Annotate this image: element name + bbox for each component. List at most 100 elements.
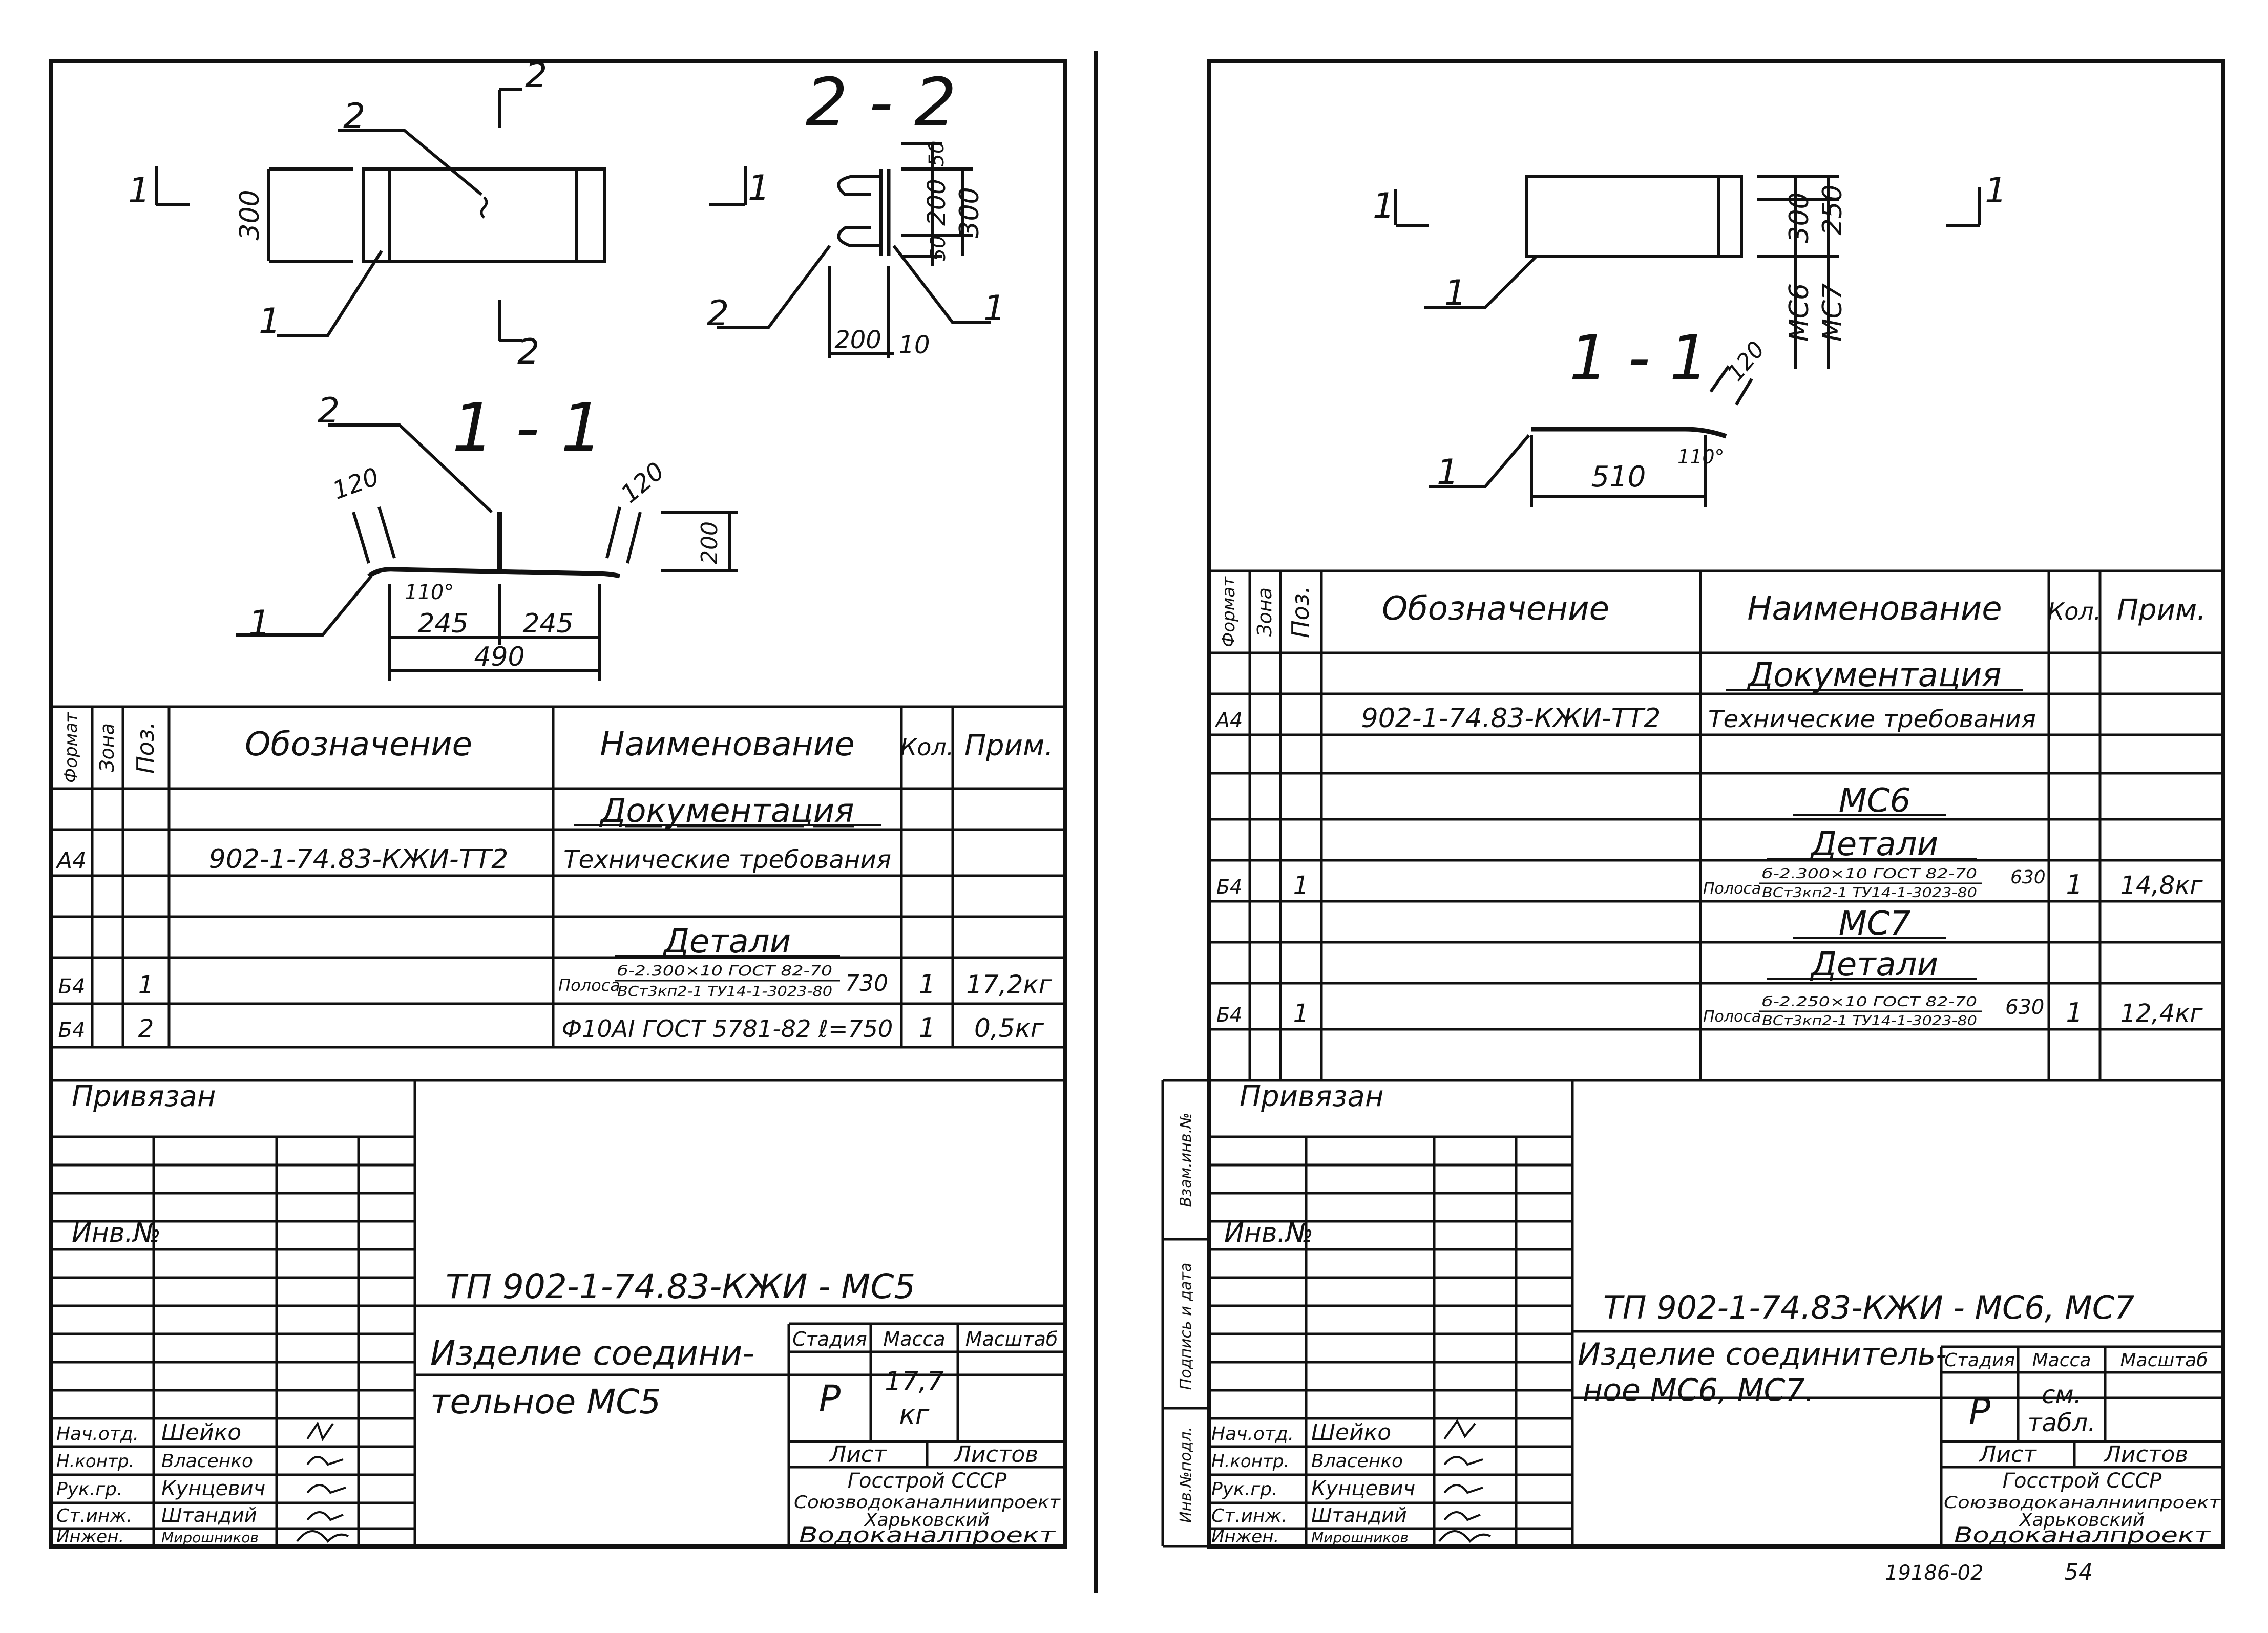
r-spec-row-details-2: Детали (1810, 946, 1938, 984)
r-mass-label: Масса (2032, 1350, 2091, 1371)
r-spec-header-note: Прим. (2117, 593, 2206, 627)
right-section-label-1-right: 1 (1985, 171, 2007, 211)
sheet-label: Лист (828, 1441, 887, 1468)
spec-row-format-b4-2: Б4 (58, 1019, 86, 1042)
doc-code: ТП 902-1-74.83-КЖИ - МС5 (446, 1267, 915, 1306)
r-spec-row-qty-1: 1 (2066, 869, 2083, 900)
signer-name-5: Мирошников (161, 1529, 259, 1546)
mass-value-1: 17,7 (885, 1366, 944, 1397)
r-mass-value-2: табл. (2028, 1409, 2096, 1437)
signer-role-3: Рук.гр. (56, 1479, 122, 1500)
r-org-3: Харьковский (2019, 1510, 2145, 1531)
signature-4 (306, 1511, 344, 1521)
r-signature-2 (1443, 1456, 1483, 1466)
right-section-title-1-1: 1 - 1 (1569, 323, 1709, 394)
s11-dim-120-right: 120 (616, 457, 670, 509)
pos-2-section: 2 (707, 293, 729, 334)
r-signer-name-3: Кунцевич (1311, 1477, 1415, 1500)
spec-row-pos-2: 2 (138, 1014, 154, 1043)
right-spec-table (1209, 569, 2223, 1082)
signer-name-1: Шейко (161, 1419, 241, 1446)
r-spec-row-note-1: 14,8кг (2120, 871, 2203, 900)
spec-row-strip-top: б-2.300×10 ГОСТ 82-70 (617, 962, 832, 979)
right-dim-510: 510 (1591, 460, 1646, 494)
r-privyazan-label: Привязан (1240, 1080, 1383, 1113)
s22-dim-50-bottom: 50 (927, 236, 950, 262)
r-spec-row-strip-top-1: б-2.300×10 ГОСТ 82-70 (1762, 866, 1977, 882)
signature-3 (306, 1484, 346, 1494)
r-signer-name-5: Мирошников (1311, 1529, 1409, 1546)
r-signature-3 (1443, 1484, 1483, 1494)
section-title-1-1: 1 - 1 (452, 389, 603, 466)
r-spec-header-format: Формат (1219, 576, 1239, 647)
side-label-vzam-inv: Взам.инв.№ (1177, 1113, 1195, 1207)
spec-row-pos-1: 1 (138, 971, 154, 1000)
s11-dim-245-left: 245 (417, 608, 468, 639)
right-spec-rows: Документация А4 902-1-74.83-КЖИ-ТТ2 Техн… (1214, 656, 2203, 1029)
stage-label: Стадия (792, 1328, 867, 1350)
r-signer-role-3: Рук.гр. (1211, 1479, 1277, 1500)
signature-5 (296, 1530, 349, 1543)
section-title-2-2: 2 - 2 (806, 63, 957, 141)
spec-header-pos: Поз. (132, 722, 159, 774)
right-dim-120: 120 (1722, 336, 1770, 386)
r-signature-5 (1438, 1530, 1491, 1543)
s11-angle: 110° (405, 581, 454, 604)
plate-plan (362, 167, 606, 263)
r-spec-row-strip-prefix-2: Полоса (1703, 1008, 1761, 1026)
r-spec-header-pos: Поз. (1287, 586, 1314, 638)
r-spec-header-designation: Обозначение (1382, 590, 1609, 628)
title-line-1: Изделие соедини- (430, 1333, 754, 1373)
spec-row-strip-prefix: Полоса (558, 975, 620, 995)
left-sheet: 2 2 1 1 2 1 300 2 - 2 50 200 300 50 200 … (49, 55, 1067, 1549)
spec-row-note-2: 0,5кг (974, 1013, 1044, 1043)
r-spec-row-documentation: Документация (1746, 656, 2001, 694)
r-spec-header-name: Наименование (1747, 590, 2002, 628)
spec-row-strip-bottom: ВСт3кп2-1 ТУ14-1-3023-80 (617, 983, 832, 1000)
r-spec-row-format-b4-1: Б4 (1216, 876, 1242, 898)
r-signer-name-1: Шейко (1311, 1419, 1391, 1446)
left-spec-table (51, 705, 1065, 1049)
r-spec-row-strip-prefix-1: Полоса (1703, 880, 1761, 898)
spec-header-note: Прим. (964, 729, 1054, 762)
r-spec-row-mc6: МС6 (1839, 782, 1911, 820)
r-scale-label: Масштаб (2120, 1350, 2208, 1371)
signer-name-2: Власенко (161, 1451, 253, 1472)
pos-1-bent: 1 (248, 603, 270, 644)
title-line-2: тельное МС5 (430, 1382, 661, 1422)
section-label-2-top: 2 (525, 55, 547, 96)
r-spec-row-tech-req: Технические требования (1708, 705, 2036, 733)
r-signature-4 (1443, 1511, 1481, 1521)
right-dim-300: 300 (1784, 192, 1815, 243)
side-label-inv-podl: Инв.№подл. (1177, 1427, 1195, 1523)
right-sheet: 1 1 300 250 МС6 МС7 1 1 - 1 120 510 110°… (1161, 59, 2225, 1585)
right-drawing (1394, 175, 1981, 507)
s22-dim-200: 200 (922, 179, 951, 226)
r-stage-value: Р (1969, 1390, 1991, 1432)
spec-row-documentation: Документация (599, 792, 854, 830)
privyazan-label: Привязан (72, 1080, 216, 1113)
r-inv-no-label: Инв.№ (1224, 1218, 1313, 1248)
signature-1 (306, 1421, 334, 1441)
scale-label: Масштаб (965, 1328, 1058, 1350)
spec-row-qty-1: 1 (918, 969, 935, 1000)
r-spec-row-designation-tt2: 902-1-74.83-КЖИ-ТТ2 (1361, 703, 1661, 734)
r-spec-header-qty: Кол. (2048, 598, 2102, 625)
stage-value: Р (819, 1377, 841, 1419)
section-label-1-right: 1 (748, 168, 770, 208)
r-signer-name-2: Власенко (1311, 1451, 1403, 1472)
r-doc-code: ТП 902-1-74.83-КЖИ - МС6, МС7 (1603, 1289, 2134, 1326)
org-1: Госстрой СССР (848, 1469, 1007, 1493)
r-signer-role-1: Нач.отд. (1211, 1424, 1294, 1445)
r-signer-role-5: Инжен. (1211, 1526, 1279, 1547)
spec-header-name: Наименование (600, 726, 854, 764)
s11-dim-200: 200 (697, 521, 723, 564)
org-4: Водоканалпроект (799, 1522, 1056, 1547)
right-title-labels: Инв.№подл. Подпись и дата Взам.инв.№ При… (1177, 1080, 2221, 1585)
r-org-4: Водоканалпроект (1954, 1522, 2211, 1547)
org-3: Харьковский (864, 1510, 990, 1531)
left-drawing (155, 88, 991, 681)
footer-number: 19186-02 (1885, 1561, 1984, 1585)
r-spec-row-strip-length-1: 630 (2010, 867, 2046, 888)
spec-header-format: Формат (61, 712, 81, 783)
